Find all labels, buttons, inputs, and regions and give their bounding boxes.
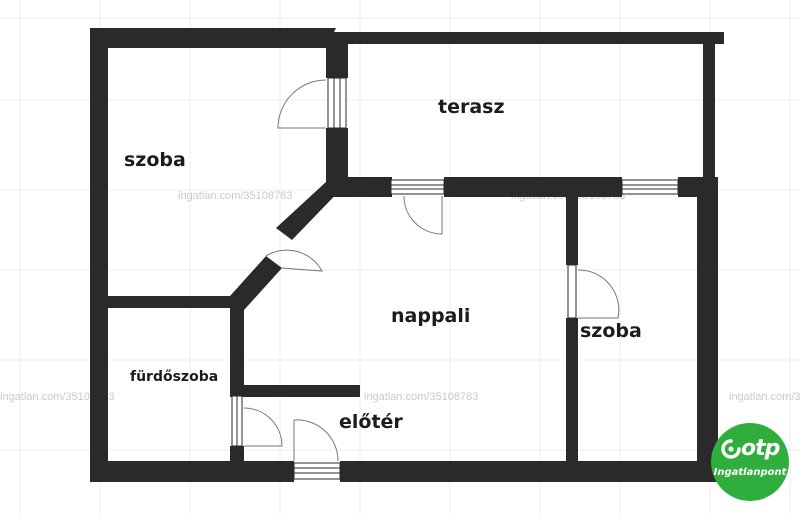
room-label-furdoszoba: fürdőszoba [130,369,218,385]
otp-ingatlanpont-logo: otp Ingatlanpont [711,423,789,501]
watermark: ingatlan.com/35108783 [364,391,478,403]
room-label-szoba-right: szoba [580,320,642,342]
room-label-szoba: szoba [124,149,186,171]
room-label-terasz: terasz [438,96,505,118]
room-label-nappali: nappali [391,305,470,327]
door-swings [243,79,620,462]
watermark: ingatlan.com/35108783 [729,391,800,403]
watermark: ingatlan.com/35108783 [0,391,114,403]
watermark: ingatlan.com/35108783 [178,190,292,202]
otp-swirl-icon [721,439,741,459]
room-label-eloter: előtér [339,411,403,433]
brand-name: otp [741,436,780,461]
windows [231,77,679,480]
brand-subtitle: Ingatlanpont [713,467,787,478]
walls [90,28,724,482]
